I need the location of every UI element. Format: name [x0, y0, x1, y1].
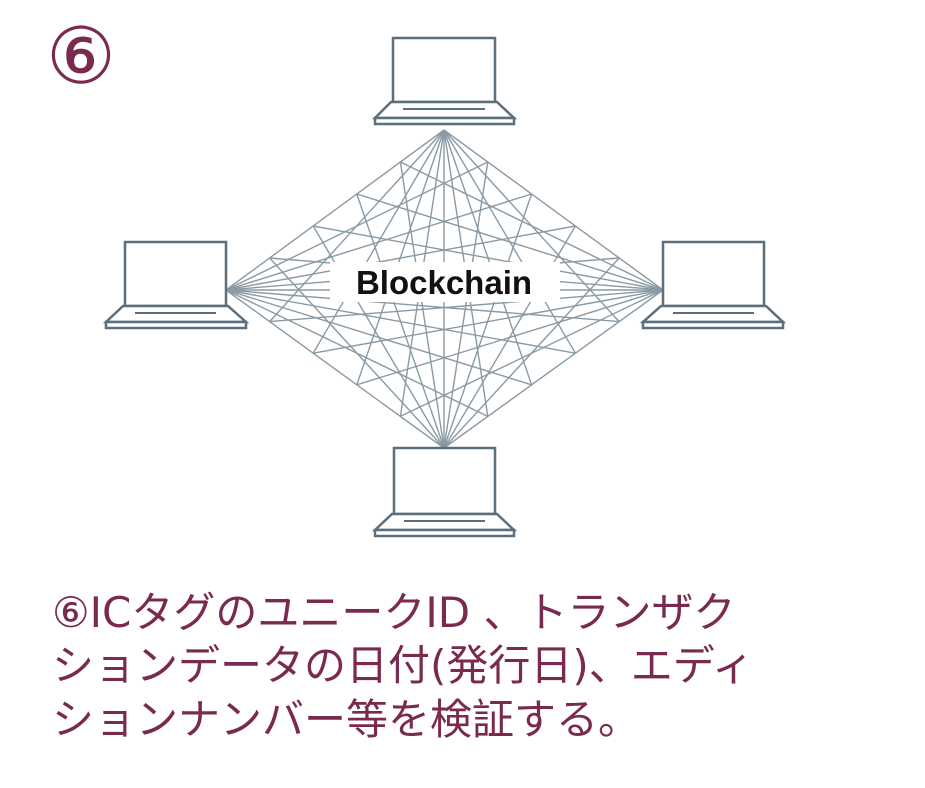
caption-line-3: ションナンバー等を検証する。: [52, 694, 641, 744]
laptop-right-icon: [639, 240, 787, 330]
mesh-line: [443, 161, 489, 449]
mesh-line: [313, 289, 664, 354]
laptop-bottom-icon: [371, 446, 518, 538]
blockchain-label-bg: [330, 262, 560, 302]
mesh-line: [269, 289, 664, 323]
step-number: ⑥: [46, 12, 116, 102]
mesh-edge: [225, 129, 445, 291]
laptop-left-icon: [102, 240, 250, 330]
mesh-edge: [225, 289, 445, 449]
caption-line-1: ⑥ICタグのユニークID 、トランザク: [52, 588, 736, 637]
mesh-line: [399, 161, 445, 449]
caption: ⑥ICタグのユニークID 、トランザク ションデータの日付(発行日)、エディ シ…: [52, 586, 892, 746]
mesh-line: [313, 225, 664, 291]
mesh-line: [400, 289, 664, 418]
mesh-edge: [443, 289, 664, 449]
mesh-line: [225, 289, 576, 354]
caption-line-2: ションデータの日付(発行日)、エディ: [52, 641, 754, 691]
laptop-top-icon: [371, 36, 518, 126]
mesh-line: [225, 289, 620, 323]
mesh-edge: [443, 129, 664, 291]
blockchain-network-diagram: Blockchain: [102, 36, 787, 538]
mesh-line: [225, 289, 489, 418]
mesh-line: [225, 225, 576, 291]
blockchain-label: Blockchain: [356, 264, 532, 301]
